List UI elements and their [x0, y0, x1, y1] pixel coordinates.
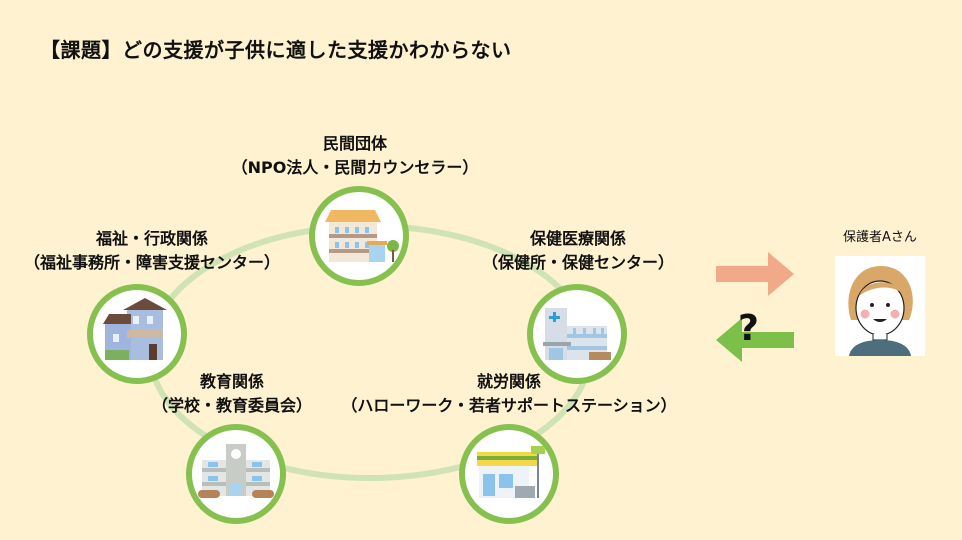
node-education[interactable]: [186, 424, 286, 524]
node-subtitle: （NPO法人・民間カウンセラー）: [231, 158, 479, 177]
school-icon: [198, 444, 274, 498]
node-employment[interactable]: [459, 424, 559, 524]
node-private[interactable]: [309, 186, 409, 286]
house-icon: [103, 298, 167, 360]
node-label-private: 民間団体 （NPO法人・民間カウンセラー）: [232, 132, 479, 180]
node-label-health: 保健医療関係 （保健所・保健センター）: [482, 227, 674, 275]
node-welfare[interactable]: [87, 284, 187, 384]
node-subtitle: （福祉事務所・障害支援センター）: [23, 253, 281, 272]
node-label-employment: 就労関係 （ハローワーク・若者サポートステーション）: [341, 370, 676, 418]
node-title: 就労関係: [476, 372, 541, 391]
node-title: 保健医療関係: [529, 229, 627, 248]
node-label-welfare: 福祉・行政関係 （福祉事務所・障害支援センター）: [24, 227, 280, 275]
node-subtitle: （ハローワーク・若者サポートステーション）: [341, 396, 677, 415]
person-avatar[interactable]: [835, 256, 925, 356]
apartment-building-icon: [325, 210, 399, 262]
node-health[interactable]: [527, 284, 627, 384]
arrow-left-icon: [716, 318, 794, 362]
store-icon: [477, 446, 545, 498]
node-subtitle: （学校・教育委員会）: [151, 396, 313, 415]
node-title: 民間団体: [322, 134, 388, 153]
hospital-icon: [543, 308, 611, 360]
node-title: 福祉・行政関係: [95, 229, 209, 248]
node-label-education: 教育関係 （学校・教育委員会）: [152, 370, 312, 418]
question-mark: ?: [738, 308, 759, 349]
arrow-right-icon: [716, 252, 794, 296]
node-subtitle: （保健所・保健センター）: [481, 253, 675, 272]
woman-avatar-icon: [848, 266, 913, 356]
page-title: 【課題】どの支援が子供に適した支援かわからない: [40, 38, 512, 62]
node-title: 教育関係: [199, 372, 265, 391]
person-label: 保護者Aさん: [843, 230, 917, 245]
